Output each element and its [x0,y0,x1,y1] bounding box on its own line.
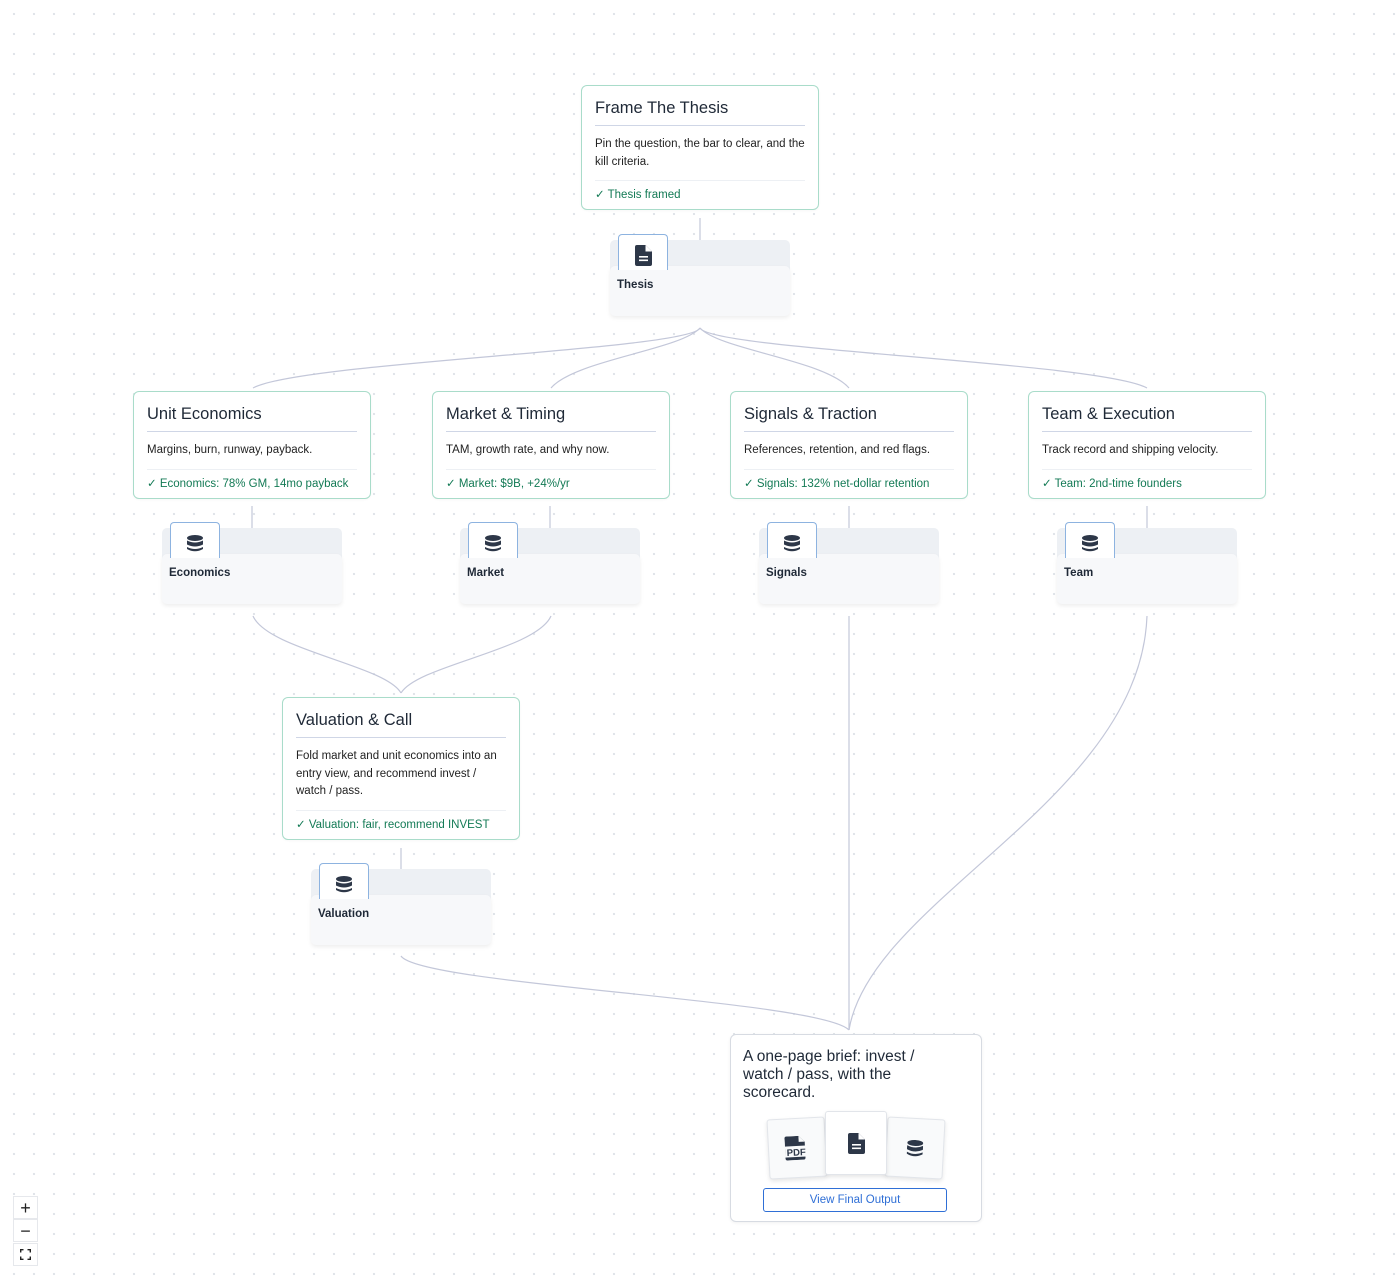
task-description: TAM, growth rate, and why now. [446,432,656,470]
artifact-body [1057,554,1237,604]
artifact-label: Market [467,567,505,579]
task-title: Team & Execution [1042,404,1252,432]
edge-thesis-to-team [699,327,1148,389]
edge-thesis-to-signals [699,327,850,389]
view-final-output-button[interactable]: View Final Output [763,1188,947,1212]
database-icon [884,1116,946,1180]
fit-view-icon [20,1249,31,1260]
database-icon [468,522,518,558]
artifact-body [759,554,939,604]
final-output-title: A one-page brief: invest / watch / pass,… [743,1048,915,1101]
artifact-market[interactable]: Market [460,522,640,604]
task-status: ✓ Market: $9B, +24%/yr [446,477,570,490]
edge-thesis-to-market [550,327,701,389]
zoom-out-icon: − [20,1220,31,1241]
artifact-body [311,895,491,945]
edge-thesis-to-economics [252,327,701,389]
task-card-team-execution[interactable]: Team & Execution Track record and shippi… [1028,391,1266,499]
document-icon [618,234,668,270]
task-status: ✓ Economics: 78% GM, 14mo payback [147,477,349,490]
artifact-body [460,554,640,604]
task-title: Frame The Thesis [595,98,805,126]
artifact-team[interactable]: Team [1057,522,1237,604]
artifact-signals[interactable]: Signals [759,522,939,604]
artifact-label: Economics [169,567,231,579]
zoom-out-button[interactable]: − [13,1219,38,1242]
database-icon [767,522,817,558]
task-title: Market & Timing [446,404,656,432]
task-card-valuation-call[interactable]: Valuation & Call Fold market and unit ec… [282,697,520,840]
task-title: Valuation & Call [296,710,506,738]
task-card-signals-traction[interactable]: Signals & Traction References, retention… [730,391,968,499]
artifact-body [162,554,342,604]
task-title: Unit Economics [147,404,357,432]
task-description: Pin the question, the bar to clear, and … [595,126,805,182]
database-icon [319,863,369,899]
edge-team-to-final [848,615,1148,1031]
edge-valuation-to-final [400,955,850,1031]
artifact-label: Signals [766,567,807,579]
task-status: ✓ Valuation: fair, recommend INVEST [296,818,490,831]
edge-economics-to-valuation [252,615,402,694]
pdf-icon: PDF [766,1116,828,1180]
zoom-in-icon: + [20,1197,31,1218]
final-output-card[interactable]: A one-page brief: invest / watch / pass,… [730,1034,982,1222]
artifact-label: Valuation [318,908,370,920]
artifact-valuation[interactable]: Valuation [311,863,491,945]
database-icon [170,522,220,558]
task-status: ✓ Thesis framed [595,189,681,202]
task-description: References, retention, and red flags. [744,432,954,470]
task-status: ✓ Signals: 132% net-dollar retention [744,477,930,490]
artifact-label: Team [1064,567,1094,579]
artifact-body [610,266,790,316]
task-status: ✓ Team: 2nd-time founders [1042,477,1182,490]
artifact-thesis[interactable]: Thesis [610,234,790,316]
task-description: Track record and shipping velocity. [1042,432,1252,470]
pdf-text: PDF [786,1147,806,1159]
document-icon [825,1111,887,1175]
task-title: Signals & Traction [744,404,954,432]
edge-market-to-valuation [400,615,552,694]
task-description: Margins, burn, runway, payback. [147,432,357,470]
task-card-market-timing[interactable]: Market & Timing TAM, growth rate, and wh… [432,391,670,499]
fit-view-button[interactable] [13,1243,38,1266]
artifact-label: Thesis [617,279,654,291]
artifact-economics[interactable]: Economics [162,522,342,604]
task-card-unit-economics[interactable]: Unit Economics Margins, burn, runway, pa… [133,391,371,499]
database-icon [1065,522,1115,558]
task-card-frame-thesis[interactable]: Frame The Thesis Pin the question, the b… [581,85,819,211]
task-description: Fold market and unit economics into an e… [296,738,506,811]
zoom-in-button[interactable]: + [13,1196,38,1219]
